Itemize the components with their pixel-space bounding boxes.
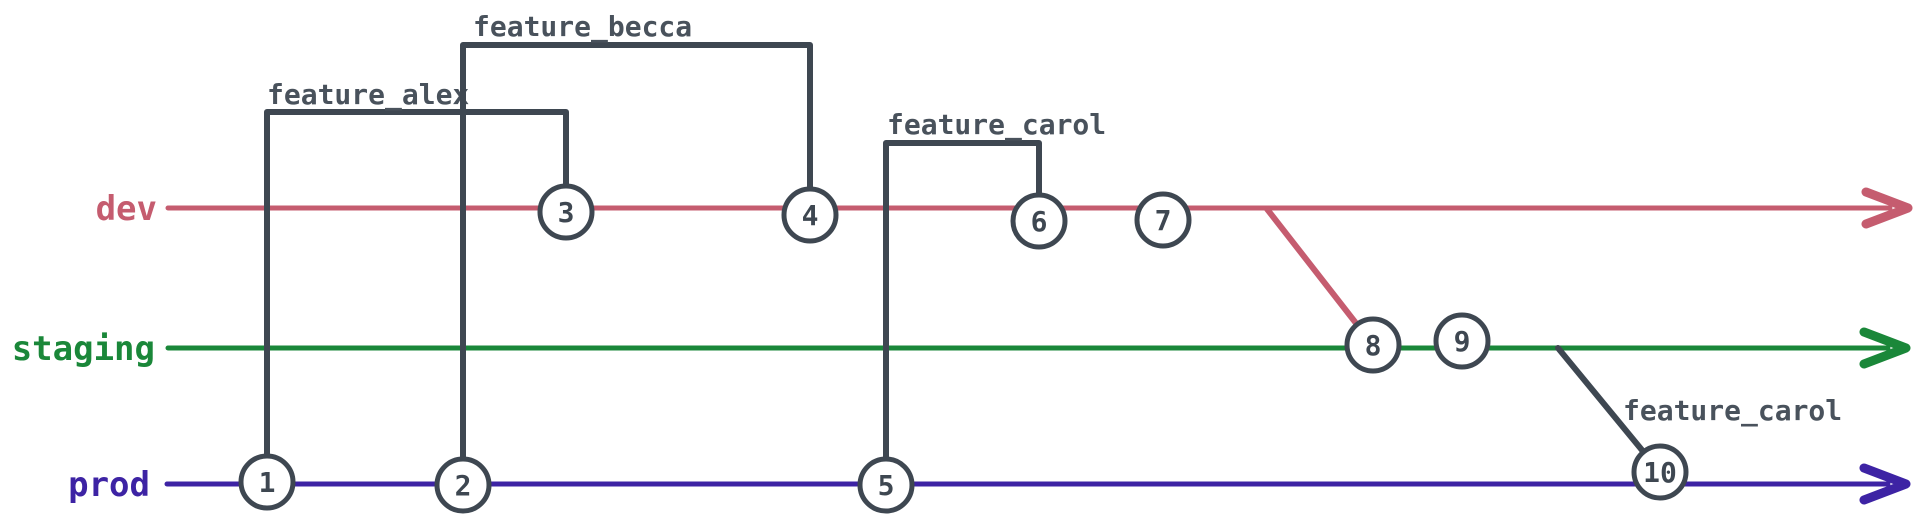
commit-node-7 [1134, 191, 1192, 249]
commit-node-label-8: 8 [1365, 329, 1382, 362]
commit-node-6 [1010, 192, 1068, 250]
commit-node-label-2: 2 [455, 469, 472, 502]
commit-node-10 [1631, 443, 1689, 501]
feature-branch-label-feature-carol: feature_carol [887, 108, 1106, 141]
branch-label-staging: staging [12, 329, 155, 369]
feature-branch-path-feature-carol [883, 140, 1042, 488]
commit-node-label-5: 5 [878, 469, 895, 502]
commit-node-4 [781, 186, 839, 244]
commit-node-label-1: 1 [259, 466, 276, 499]
merge-line-dev-to-staging [1264, 206, 1376, 348]
commit-node-8 [1344, 316, 1402, 374]
commit-node-label-9: 9 [1454, 325, 1471, 358]
commit-node-2 [434, 456, 492, 514]
feature-branch-label-feature-alex: feature_alex [267, 78, 469, 111]
commit-node-1 [238, 453, 296, 511]
commit-node-3 [537, 183, 595, 241]
commit-node-label-7: 7 [1155, 204, 1172, 237]
commit-node-label-3: 3 [558, 196, 575, 229]
commit-node-label-10: 10 [1643, 456, 1677, 489]
feature-branch-path-feature-alex [264, 109, 569, 485]
commit-node-label-4: 4 [802, 199, 819, 232]
branch-arrowhead-staging [1859, 327, 1911, 369]
feature-branch-label-feature-carol-merge: feature_carol [1623, 394, 1842, 427]
feature-branch-label-feature-becca: feature_becca [473, 10, 692, 43]
commit-node-label-6: 6 [1031, 205, 1048, 238]
branch-arrowhead-dev [1861, 187, 1913, 229]
branch-arrowhead-prod [1859, 463, 1911, 505]
branch-label-prod: prod [68, 465, 150, 505]
commit-node-5 [857, 456, 915, 514]
branch-label-dev: dev [96, 189, 157, 229]
feature-branch-path-feature-becca [460, 42, 813, 488]
commit-node-9 [1433, 312, 1491, 370]
